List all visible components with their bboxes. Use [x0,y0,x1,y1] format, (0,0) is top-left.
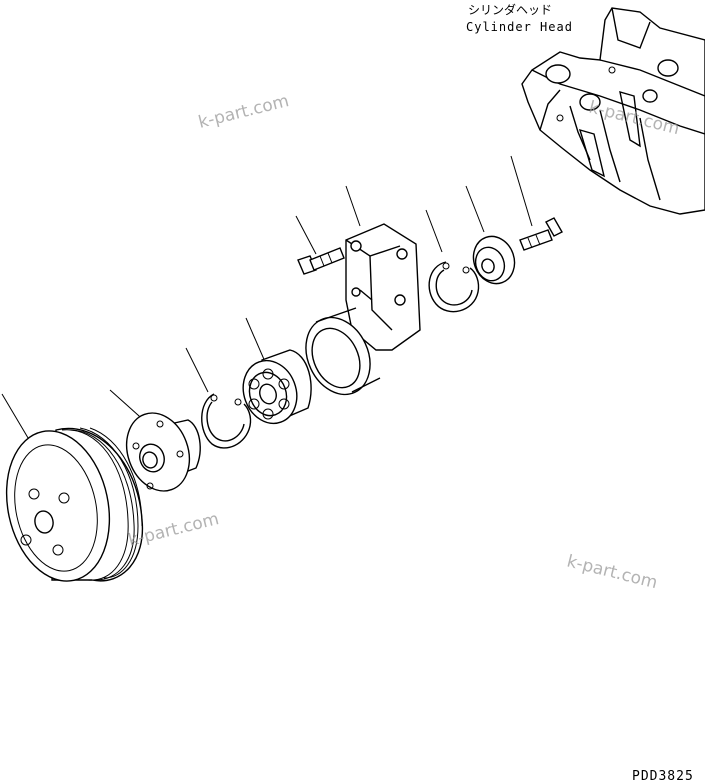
leader-line-bearing [245,317,267,365]
leader-line-bolt-long [510,155,533,227]
bolt-long [519,217,563,251]
washer-cap [472,235,516,285]
cylinder-head-label-jp: シリンダヘッド [468,2,552,17]
pulley-bracket [305,223,421,396]
pulley-hub [125,412,201,492]
leader-line-snap-ring-upper [425,209,443,253]
bearing [242,349,312,425]
bolt-short [297,247,345,275]
watermark-1: k-part.com [196,91,291,133]
cylinder-head [521,7,705,215]
leader-line-snap-ring-lower [185,347,209,393]
drawing-code: PDD3825 [632,769,694,784]
leader-line-bolt-short [295,215,317,255]
cylinder-head-label-en: Cylinder Head [466,20,573,34]
leader-line-bracket [345,185,361,227]
snap-ring-lower [201,393,252,449]
snap-ring-upper [428,261,480,313]
leader-line-washer [465,185,485,233]
watermark-4: k-part.com [565,551,660,593]
pulley [5,427,144,582]
